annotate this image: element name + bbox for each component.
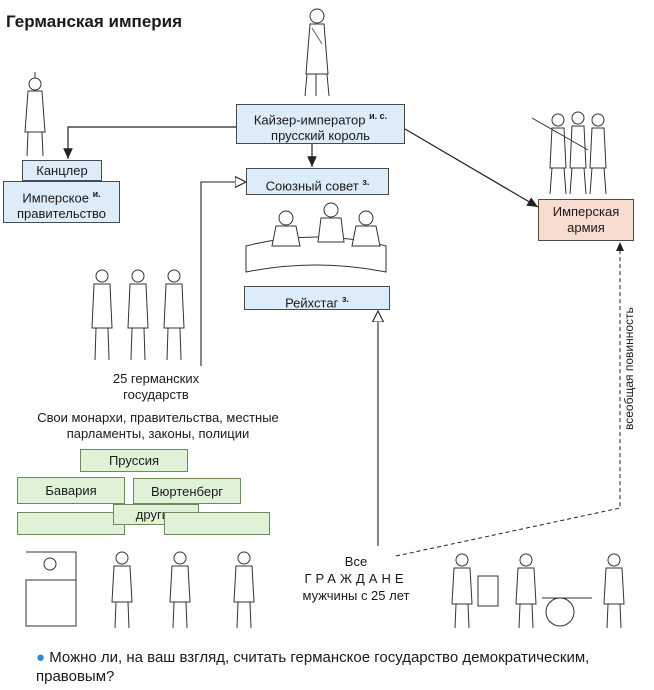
states-desc-line2: парламенты, законы, полиции (66, 426, 250, 441)
states-description: Свои монархи, правительства, местные пар… (8, 410, 308, 442)
army-box: Имперская армия (538, 199, 634, 241)
reichstag-box: Рейхстаг з. (244, 286, 390, 310)
army-line1: Имперская (552, 204, 620, 219)
conscription-label: всеобщая повинность (622, 307, 636, 430)
kaiser-line2: прусский король (271, 128, 370, 144)
army-line2: армия (567, 220, 605, 235)
state-box-empty-left (17, 512, 125, 535)
chancellor-box: Канцлер (22, 160, 102, 181)
states-line2: государств (123, 387, 189, 402)
kaiser-to-chancellor-arrow (63, 126, 237, 159)
federal-council-label: Союзный совет (265, 178, 359, 194)
question-text: Можно ли, на ваш взгляд, считать германс… (36, 649, 590, 685)
state-box-wurttemberg: Вюртенберг (133, 478, 241, 504)
state-rulers-figure (91, 269, 185, 361)
conscription-dashed-arrow (395, 242, 624, 557)
kaiser-sup: и. с. (369, 111, 388, 121)
bullet-icon: ● (36, 649, 46, 666)
states-label: 25 германских государств (96, 371, 216, 403)
citizens-label: Все ГРАЖДАНЕ мужчины с 25 лет (286, 553, 426, 604)
states-line1: 25 германских (112, 371, 200, 386)
reichstag-label: Рейхстаг (285, 295, 339, 311)
citizens-right-figure (451, 553, 625, 629)
government-line1: Имперское (22, 190, 89, 206)
government-line2: правительство (16, 206, 107, 222)
question: ● Можно ли, на ваш взгляд, считать герма… (36, 648, 646, 686)
state-box-prussia: Пруссия (80, 449, 188, 472)
kaiser-figure (304, 8, 330, 97)
citizens-line3: мужчины с 25 лет (302, 588, 410, 603)
federal-council-box: Союзный совет з. (246, 168, 389, 195)
government-box: Имперское и. правительство (3, 181, 120, 223)
page-title: Германская империя (6, 12, 183, 31)
citizens-line2: ГРАЖДАНЕ (304, 571, 408, 586)
states-desc-line1: Свои монархи, правительства, местные (37, 410, 279, 425)
government-sup: и. (92, 189, 101, 199)
chancellor-label: Канцлер (36, 163, 88, 178)
states-to-council-arrow (200, 182, 246, 366)
kaiser-box: Кайзер-император и. с. прусский король (236, 104, 405, 144)
chancellor-figure (24, 72, 46, 157)
reichstag-scene (245, 202, 387, 273)
reichstag-sup: з. (341, 294, 349, 304)
state-box-bavaria: Бавария (17, 477, 125, 504)
state-box-empty-right (164, 512, 270, 535)
soldiers-figure (531, 111, 607, 195)
federal-council-sup: з. (362, 177, 370, 187)
kaiser-to-army-arrow (404, 128, 539, 208)
citizens-line1: Все (344, 554, 368, 569)
kaiser-line1: Кайзер-император (253, 112, 366, 128)
citizens-left-figure (25, 551, 255, 629)
